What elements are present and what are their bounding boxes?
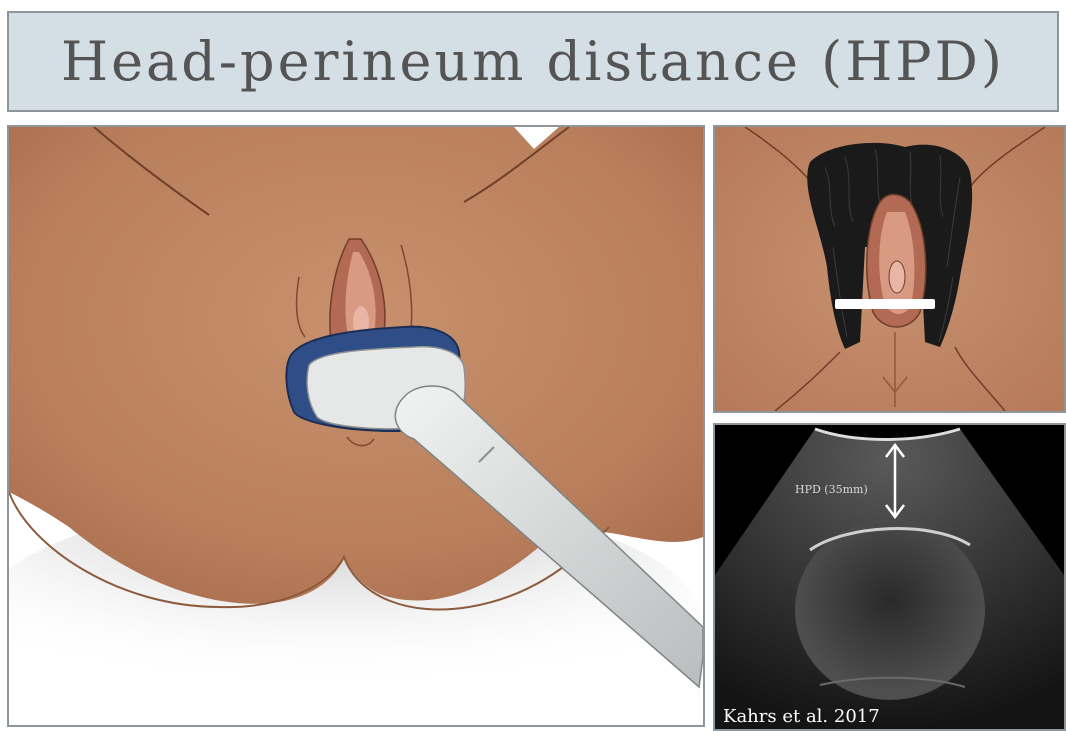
ultrasound-svg: [715, 425, 1064, 729]
fetal-head-echo: [795, 520, 985, 700]
probe-placement-svg: [9, 127, 703, 725]
probe-position-bar: [835, 299, 935, 309]
hpd-measurement-label: HPD (35mm): [795, 483, 868, 496]
vulva-closeup-illustration: [713, 125, 1066, 413]
closeup-introitus: [889, 261, 905, 293]
page-title: Head-perineum distance (HPD): [61, 30, 1005, 93]
title-banner: Head-perineum distance (HPD): [7, 11, 1059, 112]
vulva-closeup-svg: [715, 127, 1064, 411]
ultrasound-image: HPD (35mm) Kahrs et al. 2017: [713, 423, 1066, 731]
citation: Kahrs et al. 2017: [723, 706, 880, 727]
probe-placement-illustration: [7, 125, 705, 727]
